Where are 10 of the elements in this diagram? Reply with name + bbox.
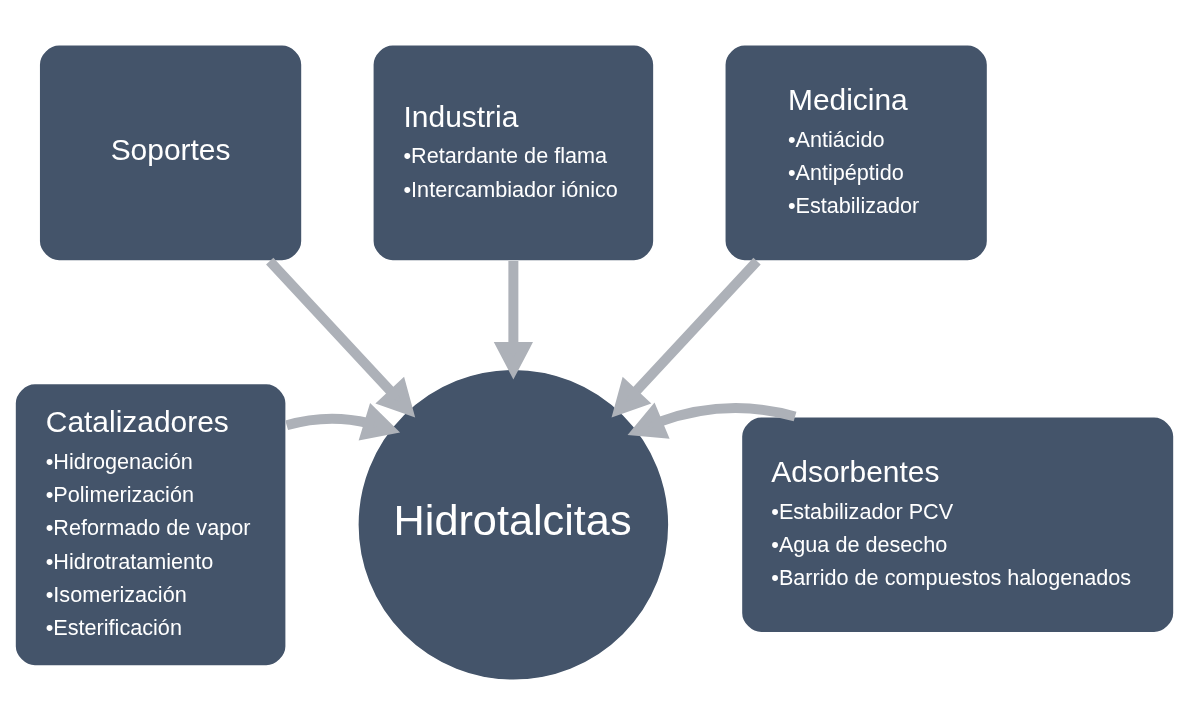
node-box: Adsorbentes •Estabilizador PCV •Agua de desecho •Barrido de compuestos halogenados	[740, 415, 1175, 634]
node-box: Soportes	[38, 43, 303, 262]
arrow	[627, 402, 797, 439]
node-box: Medicina •Antiácido •Antipéptido •Estabilizador	[723, 43, 989, 262]
arrow	[493, 261, 533, 380]
arrow	[266, 257, 416, 418]
node-box: Industria •Retardante de flama •Intercambiador iónico	[371, 43, 655, 262]
node-box: Catalizadores •Hidrogenación •Polimerización •Reformado de vapor •Hidrotratamiento •Isomerización •Esterificación	[14, 382, 288, 668]
arrow	[611, 257, 761, 418]
arrow	[285, 402, 401, 441]
